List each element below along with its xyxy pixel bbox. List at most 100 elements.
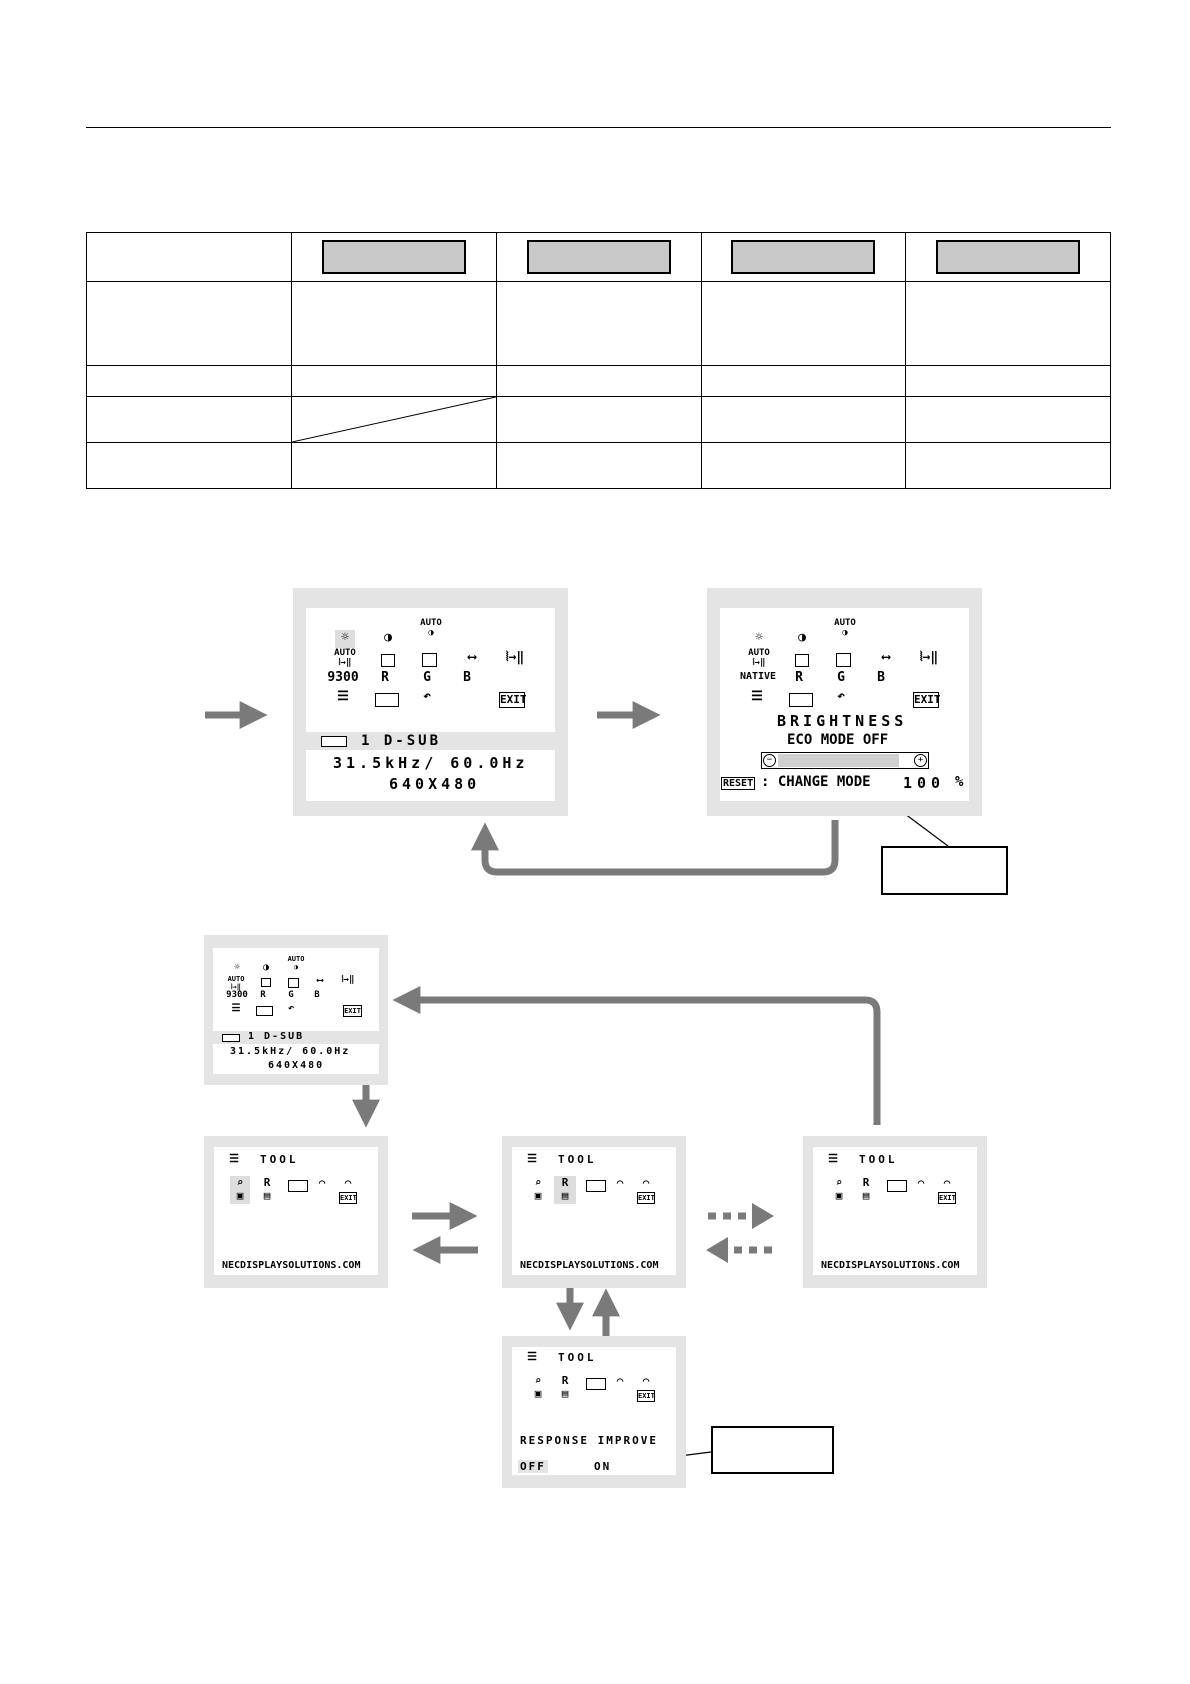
video-detect-icon: R▤: [554, 1176, 576, 1204]
percent-unit: %: [955, 774, 964, 790]
eco-mode-text: ECO MODE OFF: [787, 732, 889, 748]
tool-title: TOOL: [260, 1153, 299, 1166]
off-timer-icon: [288, 1180, 308, 1192]
green-icon: G: [288, 990, 294, 1000]
tool-icon: ☰: [337, 689, 349, 704]
fine-icon: ⦚→‖: [919, 650, 939, 665]
table-cell: [291, 281, 497, 366]
auto-adjust-icon: AUTO⦚→‖: [334, 648, 356, 668]
brightness-icon: ☼: [335, 630, 355, 648]
brightness-value: 100: [903, 774, 946, 792]
auto-contrast-icon: AUTO◑: [420, 618, 442, 638]
callout-box-2: [711, 1426, 834, 1474]
ddc-ci-icon: ⌒: [616, 1176, 624, 1189]
frequency-text: 31.5kHz/ 60.0Hz: [333, 754, 529, 772]
input-label: 1 D-SUB: [248, 1031, 305, 1042]
tool-icon: ☰: [751, 689, 763, 704]
contrast-icon: ◑: [384, 630, 392, 645]
exit-icon: EXIT: [343, 1005, 362, 1017]
slider-minus-icon[interactable]: −: [763, 754, 776, 767]
ddc-ci-icon: ⌒: [917, 1176, 925, 1189]
table-cell: [495, 442, 702, 489]
info-icon: ⌒: [642, 1374, 650, 1387]
auto-adjust-icon: AUTO⦚→‖: [748, 648, 770, 668]
table-cell: [905, 281, 1111, 366]
contrast-icon: ◑: [798, 630, 806, 645]
left-right-icon: [261, 978, 271, 987]
table-cell: [495, 396, 702, 443]
red-icon: R: [381, 670, 389, 685]
green-icon: G: [837, 670, 845, 685]
language-icon: [256, 1006, 273, 1016]
exit-icon: EXIT: [499, 692, 527, 708]
auto-contrast-icon: AUTO◑: [287, 955, 305, 971]
website-url: NECDISPLAYSOLUTIONS.COM: [821, 1260, 960, 1271]
zoom-icon: ⌕▣: [835, 1176, 843, 1202]
auto-adjust-icon: AUTO⦚→‖: [227, 975, 245, 991]
factory-preset-icon: ↶: [837, 689, 845, 704]
color-native-icon: NATIVE: [739, 671, 777, 682]
table-cell: [700, 281, 907, 366]
off-timer-icon: [586, 1180, 606, 1192]
table-header-cell: [905, 232, 1111, 282]
slider-fill: [778, 754, 899, 767]
red-icon: R: [795, 670, 803, 685]
table-cell: [495, 281, 702, 366]
left-right-icon: [381, 654, 395, 667]
website-url: NECDISPLAYSOLUTIONS.COM: [222, 1260, 361, 1271]
zoom-icon: ⌕▣: [230, 1176, 250, 1204]
slider-plus-icon[interactable]: +: [914, 754, 927, 767]
tool-icon: ☰: [828, 1152, 838, 1165]
blue-icon: B: [463, 670, 471, 685]
ddc-ci-icon: ⌒: [616, 1374, 624, 1387]
tool-title: TOOL: [558, 1351, 597, 1364]
left-right-icon: [795, 654, 809, 667]
contrast-icon: ◑: [262, 962, 270, 973]
table-cell: [86, 442, 292, 489]
factory-preset-icon: ↶: [423, 689, 431, 704]
osd-response-improve: ☰ TOOL ⌕▣ R▤ ⌒ ⌒ EXIT RESPONSE IMPROVE O…: [502, 1336, 686, 1488]
key-button-box: [731, 240, 876, 274]
language-icon: [375, 693, 399, 707]
input-label: 1 D-SUB: [361, 733, 442, 749]
info-icon: ⌒: [943, 1176, 951, 1189]
brightness-icon: ☼: [755, 630, 763, 645]
color-9300-icon: 9300: [226, 990, 248, 1000]
down-up-icon: [422, 653, 437, 667]
option-on[interactable]: ON: [594, 1460, 612, 1473]
h-size-icon: ⟷: [316, 975, 324, 986]
callout-box-1: [881, 846, 1008, 895]
osd-main-menu: ☼ ◑ AUTO◑ AUTO⦚→‖ ⟷ ⦚→‖ 9300 R G B ☰ ↶ E…: [293, 588, 568, 816]
auto-contrast-icon: AUTO◑: [834, 618, 856, 638]
down-up-icon: [288, 978, 299, 988]
osd-tool-menu-2: ☰ TOOL ⌕▣ R▤ ⌒ ⌒ EXIT NECDISPLAYSOLUTION…: [502, 1136, 686, 1288]
exit-icon: EXIT: [339, 1192, 357, 1204]
brightness-title: BRIGHTNESS: [777, 712, 908, 730]
info-icon: ⌒: [344, 1176, 352, 1189]
table-cell: [86, 281, 292, 366]
table-cell: [291, 442, 497, 489]
table-cell: [905, 442, 1111, 489]
osd-brightness-menu: ☼ ◑ AUTO◑ AUTO⦚→‖ ⟷ ⦚→‖ NATIVE R G B ☰ ↶…: [707, 588, 982, 816]
video-detect-icon: R▤: [263, 1176, 271, 1202]
tool-title: TOOL: [859, 1153, 898, 1166]
brightness-slider[interactable]: − +: [761, 752, 929, 769]
key-button-box: [526, 240, 671, 274]
down-up-icon: [836, 653, 851, 667]
response-improve-label: RESPONSE IMPROVE: [520, 1434, 658, 1447]
option-off[interactable]: OFF: [518, 1460, 548, 1473]
video-detect-icon: R▤: [561, 1374, 569, 1400]
input-connector-icon: [222, 1034, 240, 1042]
tool-icon: ☰: [527, 1152, 537, 1165]
language-icon: [789, 693, 813, 707]
top-rule: [86, 127, 1111, 128]
tool-icon: ☰: [229, 1152, 239, 1165]
fine-icon: ⦚→‖: [341, 975, 355, 985]
exit-icon: EXIT: [938, 1192, 956, 1204]
exit-icon: EXIT: [913, 692, 941, 708]
video-detect-icon: R▤: [862, 1176, 870, 1202]
osd-main-menu-small: ☼ ◑ AUTO◑ AUTO⦚→‖ ⟷ ⦚→‖ 9300 R G B ☰ ↶ E…: [204, 935, 388, 1085]
h-size-icon: ⟷: [882, 650, 890, 665]
exit-icon: EXIT: [637, 1390, 655, 1402]
